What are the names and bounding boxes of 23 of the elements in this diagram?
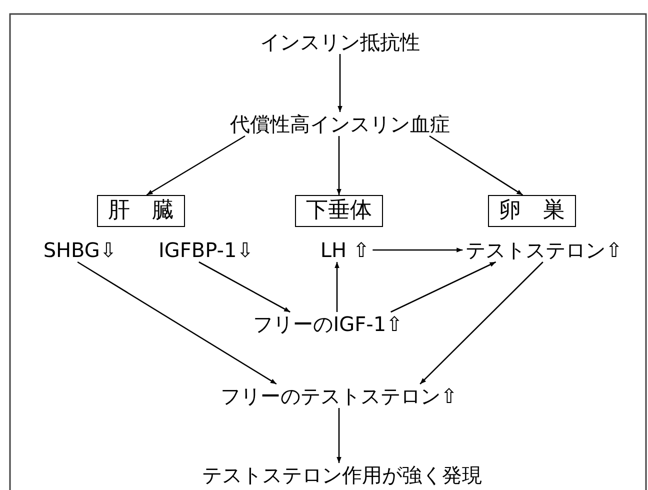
node-label: テストステロン⇧ [462,238,626,262]
node-label: 代償性高インスリン血症 [227,112,453,136]
node-label: フリーのテストステロン⇧ [218,384,460,408]
arrow [77,261,277,385]
arrow [334,262,340,312]
organ-box: 下垂体 [295,195,383,227]
organ-box: 肝 臓 [97,195,185,227]
arrow [338,54,342,112]
node-label: インスリン抵抗性 [257,30,423,54]
organ-box: 卵 巣 [488,195,576,227]
node-label: フリーのIGF-1⇧ [250,312,406,336]
arrow [429,135,524,196]
arrow [372,248,463,252]
arrow [198,261,290,313]
node-label: IGFBP-1⇩ [156,238,256,262]
arrow [146,135,246,196]
arrow [420,262,544,384]
arrow [336,408,342,463]
node-label: LH ⇧ [317,238,373,262]
arrow [336,136,342,195]
node-label: テストステロン作用が強く発現 [199,463,485,487]
node-label: SHBG⇩ [40,238,120,262]
arrow [390,261,496,313]
